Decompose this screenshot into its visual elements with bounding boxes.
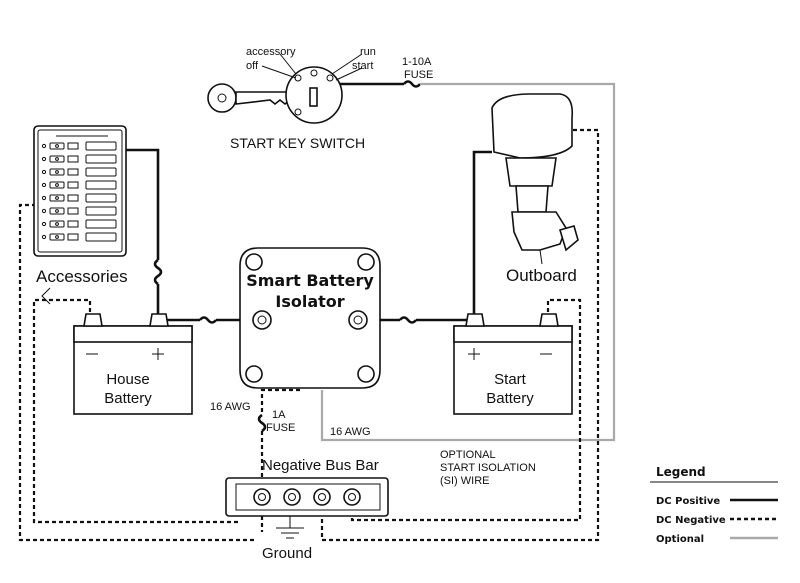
isolator-terminal-start[interactable] — [348, 310, 368, 330]
key-run-label: run — [360, 46, 376, 58]
fuse-panel-wire — [153, 258, 163, 286]
outboard-label: Outboard — [506, 266, 577, 285]
optional-note-line1: OPTIONAL — [440, 449, 496, 461]
start-battery-line2: Battery — [486, 390, 534, 407]
house-battery-negative-post — [83, 313, 103, 327]
isolator-terminal-house[interactable] — [252, 310, 272, 330]
key-start-label: start — [352, 60, 373, 72]
fuse-small-rating: 1A — [272, 409, 286, 421]
fuse-negative-isolator — [257, 413, 267, 433]
isolator-terminal-bottom-left[interactable] — [245, 365, 263, 383]
wire-negative-start — [350, 298, 582, 522]
house-battery-positive-post — [149, 313, 169, 327]
start-battery-line1: Start — [494, 371, 527, 388]
panel-switch[interactable] — [41, 193, 117, 203]
outboard-motor-icon: Outboard — [491, 93, 579, 285]
wire-left-gauge: 16 AWG — [210, 401, 251, 413]
fuse-top-label: FUSE — [404, 69, 433, 81]
panel-switch[interactable] — [41, 154, 117, 164]
panel-switch[interactable] — [41, 232, 117, 242]
ground-label: Ground — [262, 545, 312, 562]
isolator-terminal-top-left[interactable] — [245, 253, 263, 271]
legend-item-label: DC Negative — [656, 515, 726, 526]
fuse-top-rating: 1-10A — [402, 56, 432, 68]
wire-positive-panel-to-house — [123, 148, 160, 260]
wires — [18, 80, 616, 542]
ground-icon — [276, 527, 304, 539]
legend-title: Legend — [656, 465, 706, 479]
panel-switch[interactable] — [41, 219, 117, 229]
legend-item-label: DC Positive — [656, 496, 720, 507]
wire-optional-keyswitch-to-ground — [320, 82, 616, 442]
start-key-switch: accessory off run start START KEY SWITCH — [207, 46, 376, 151]
fuse-isolator-start — [398, 316, 418, 324]
isolator-title-line2: Isolator — [275, 292, 344, 311]
smart-battery-isolator: Smart Battery Isolator — [239, 247, 381, 389]
wire-negative-isolator — [260, 388, 300, 415]
legend-item-label: Optional — [656, 534, 704, 545]
panel-switch[interactable] — [41, 180, 117, 190]
key-off-label: off — [246, 60, 259, 72]
bus-bar-terminals[interactable] — [253, 488, 361, 506]
panel-switch[interactable] — [41, 141, 117, 151]
isolator-title-line1: Smart Battery — [246, 271, 374, 290]
fuse-small-label: FUSE — [266, 422, 295, 434]
wire-positive-start-to-outboard — [472, 150, 492, 314]
house-battery-line2: Battery — [104, 390, 152, 407]
panel-switch[interactable] — [41, 206, 117, 216]
key-slot — [309, 87, 318, 107]
house-battery: House Battery — [73, 313, 193, 415]
bus-bar-label: Negative Bus Bar — [262, 457, 379, 474]
wire-positive-keyswitch — [334, 82, 404, 90]
legend-item: DC Negative — [656, 515, 778, 526]
house-battery-line1: House — [106, 371, 149, 388]
start-battery: Start Battery — [453, 313, 573, 415]
isolator-terminal-top-right[interactable] — [357, 253, 375, 271]
optional-note-line3: (SI) WIRE — [440, 475, 490, 487]
accessories-label: Accessories — [36, 267, 128, 286]
key-icon — [207, 83, 301, 113]
negative-bus-bar: Negative Bus Bar — [225, 457, 389, 517]
wire-negative-house — [32, 298, 238, 524]
key-switch-title: START KEY SWITCH — [230, 135, 365, 151]
wire-negative-accessories — [18, 203, 256, 542]
start-battery-positive-post — [465, 313, 485, 327]
isolator-terminal-bottom-right[interactable] — [357, 365, 375, 383]
accessory-panel: Accessories — [33, 125, 128, 305]
wire-right-gauge: 16 AWG — [330, 426, 371, 438]
wire-negative-outboard — [320, 128, 600, 542]
optional-note-line2: START ISOLATION — [440, 462, 536, 474]
panel-switches — [41, 141, 117, 242]
panel-switch[interactable] — [41, 167, 117, 177]
start-battery-negative-post — [539, 313, 559, 327]
legend-item: DC Positive — [656, 496, 778, 507]
legend-item: Optional — [656, 534, 778, 545]
fuse-house-isolator — [198, 316, 218, 324]
fuse-keyswitch — [402, 80, 422, 88]
key-accessory-label: accessory — [246, 46, 296, 58]
